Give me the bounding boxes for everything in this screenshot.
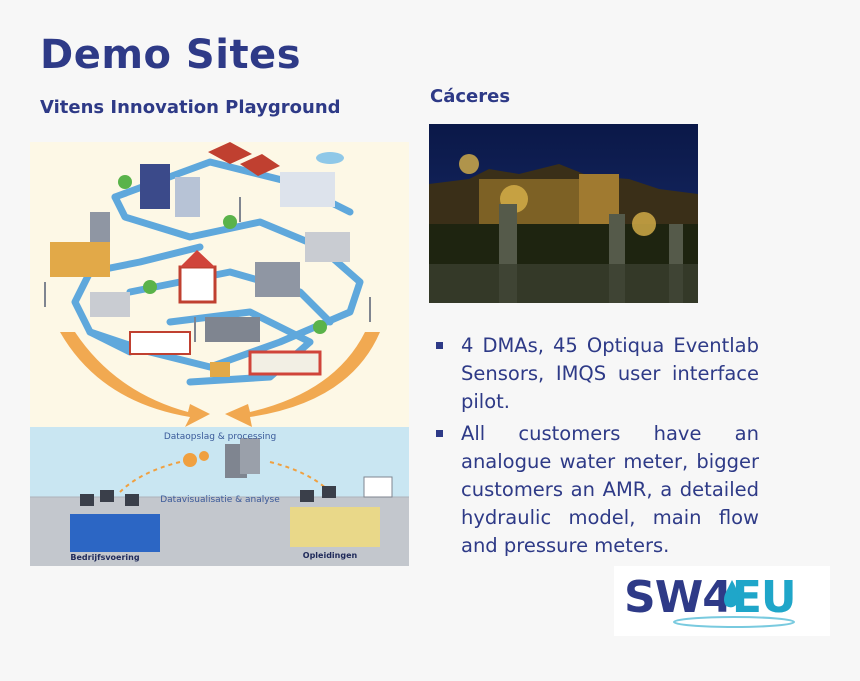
server-icon bbox=[183, 438, 260, 478]
label-operations: Bedrijfsvoering bbox=[70, 553, 139, 562]
label-training: Opleidingen bbox=[303, 551, 358, 560]
water-drop-icon bbox=[673, 580, 795, 628]
trees bbox=[118, 175, 327, 334]
page-subtitle: Vitens Innovation Playground bbox=[40, 97, 341, 118]
control-room-workstations bbox=[70, 476, 393, 552]
page-title: Demo Sites bbox=[40, 32, 301, 78]
sw4eu-logo: SW4EU bbox=[614, 566, 830, 636]
site-details-list: 4 DMAs, 45 Optiqua Eventlab Sensors, IMQ… bbox=[434, 332, 759, 564]
list-item: All customers have an analogue water met… bbox=[434, 420, 759, 560]
list-item: 4 DMAs, 45 Optiqua Eventlab Sensors, IMQ… bbox=[434, 332, 759, 416]
caption-data-processing: Dataopslag & processing bbox=[164, 432, 276, 442]
wind-turbines bbox=[44, 197, 371, 342]
logo-text-right: EU bbox=[731, 572, 797, 623]
logo-text-left: SW4 bbox=[624, 572, 733, 623]
city-buildings bbox=[50, 142, 350, 377]
caption-data-visualisation: Datavisualisatie & analyse bbox=[160, 495, 280, 505]
caceres-night-photo bbox=[429, 124, 698, 303]
data-flow-arrows bbox=[60, 332, 380, 427]
bullet-square-icon bbox=[436, 430, 443, 437]
location-label: Cáceres bbox=[430, 86, 511, 107]
bullet-square-icon bbox=[436, 342, 443, 349]
smart-water-network-illustration: Dataopslag & processing Datavisualisatie… bbox=[30, 142, 409, 566]
